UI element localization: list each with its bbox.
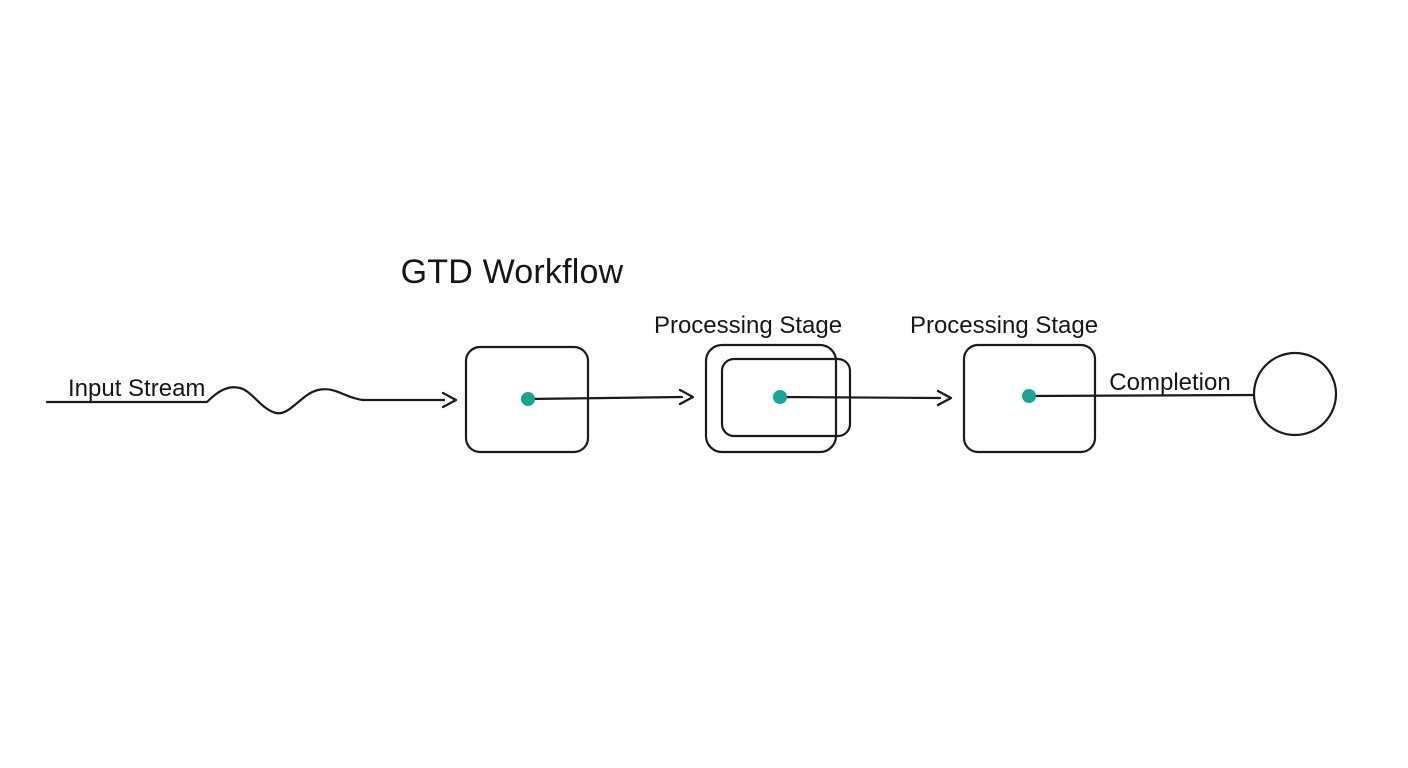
completion-label: Completion bbox=[1109, 369, 1230, 396]
input-stream-label: Input Stream bbox=[68, 375, 205, 402]
capture-box-anchor-dot bbox=[521, 392, 535, 406]
input-stream-wavy-connector bbox=[45, 386, 446, 415]
processing-stage-1-anchor-dot bbox=[773, 390, 787, 404]
stage1-arrowhead-icon bbox=[678, 388, 695, 406]
stage2-to-completion-connector bbox=[1027, 393, 1256, 398]
stage1-to-stage2-connector bbox=[778, 395, 942, 400]
processing-stage-2-node bbox=[962, 343, 1097, 454]
processing-stage-2-label: Processing Stage bbox=[910, 312, 1098, 339]
completion-circle-node bbox=[1252, 351, 1338, 437]
capture-box-node bbox=[464, 345, 590, 454]
diagram-title: GTD Workflow bbox=[401, 253, 624, 291]
processing-stage-2-anchor-dot bbox=[1022, 389, 1036, 403]
capture-to-stage1-connector bbox=[526, 395, 684, 401]
input-arrowhead-icon bbox=[441, 391, 458, 409]
processing-stage-1-outer-rect bbox=[704, 343, 838, 454]
processing-stage-1-label: Processing Stage bbox=[654, 312, 842, 339]
stage2-arrowhead-icon bbox=[936, 389, 953, 407]
